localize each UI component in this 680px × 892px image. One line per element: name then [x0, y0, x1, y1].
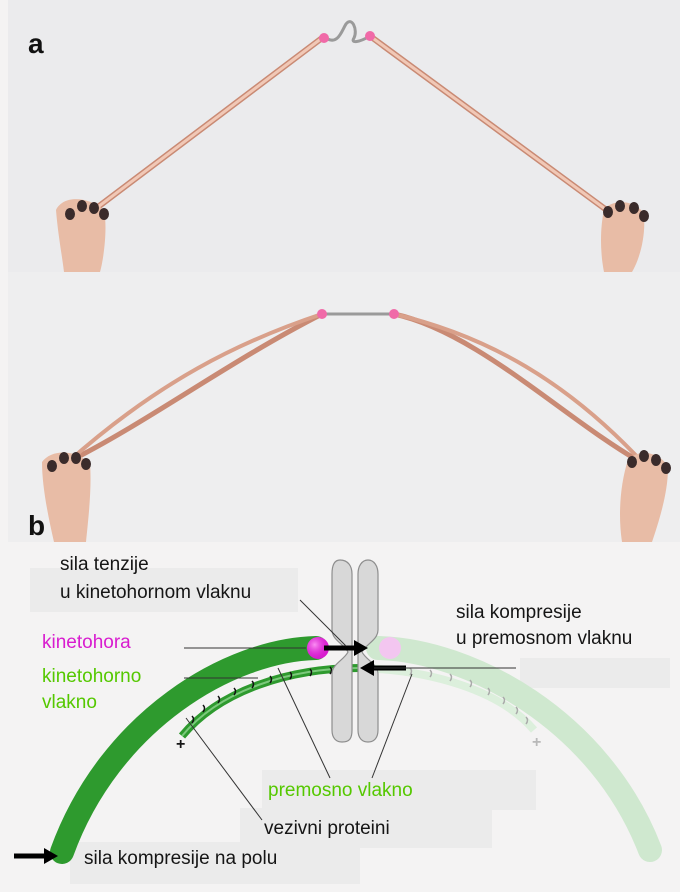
photo-panel-a: [8, 0, 680, 272]
label-crosslinkers: vezivni proteini: [264, 816, 390, 841]
label-compression-line1: sila kompresije: [456, 600, 582, 625]
kinetochore-left: [307, 637, 329, 659]
rod-right-outer: [394, 314, 644, 464]
label-tension-line2: u kinetohornom vlaknu: [60, 580, 251, 605]
label-box-compression: [520, 658, 670, 688]
panel-letter-b: b: [28, 512, 45, 540]
hand-right-icon-b: [620, 450, 671, 542]
spring-icon: [326, 22, 370, 42]
crosslinker-ticks: [192, 667, 332, 723]
rod-left-outer: [68, 314, 322, 462]
bent-rods-illustration-b: [8, 272, 680, 542]
compression-arrow: [360, 660, 406, 676]
pink-joint-right: [365, 31, 375, 41]
pink-joint-right-b: [389, 309, 399, 319]
label-k-fiber-line1: kinetohorno: [42, 664, 141, 689]
tension-arrow: [324, 640, 368, 656]
bridging-fiber-right: [360, 668, 534, 730]
crosslinker-ticks-right: [410, 668, 528, 724]
kinetochore-right: [379, 637, 401, 659]
bent-rods-illustration-a: [8, 0, 680, 272]
bridging-fiber-left: [182, 668, 360, 736]
pink-joint-left: [319, 33, 329, 43]
label-bridging-fiber: premosno vlakno: [268, 778, 413, 803]
plus-end-left: +: [176, 732, 185, 757]
label-kinetochore: kinetohora: [42, 630, 131, 655]
hand-left-icon: [56, 199, 109, 272]
label-tension-line1: sila tenzije: [60, 552, 149, 577]
hand-left-icon-b: [42, 452, 91, 542]
plus-end-right: +: [532, 730, 541, 755]
pole-compression-arrow: [14, 848, 58, 864]
photo-panel-a-bottom: [8, 272, 680, 542]
pink-joint-left-b: [317, 309, 327, 319]
label-pole-compression: sila kompresije na polu: [84, 846, 277, 871]
chromosome: [332, 560, 378, 742]
label-compression-line2: u premosnom vlaknu: [456, 626, 632, 651]
label-k-fiber-line2: vlakno: [42, 690, 97, 715]
hand-right-icon: [601, 200, 649, 272]
panel-letter-a: a: [28, 30, 44, 58]
